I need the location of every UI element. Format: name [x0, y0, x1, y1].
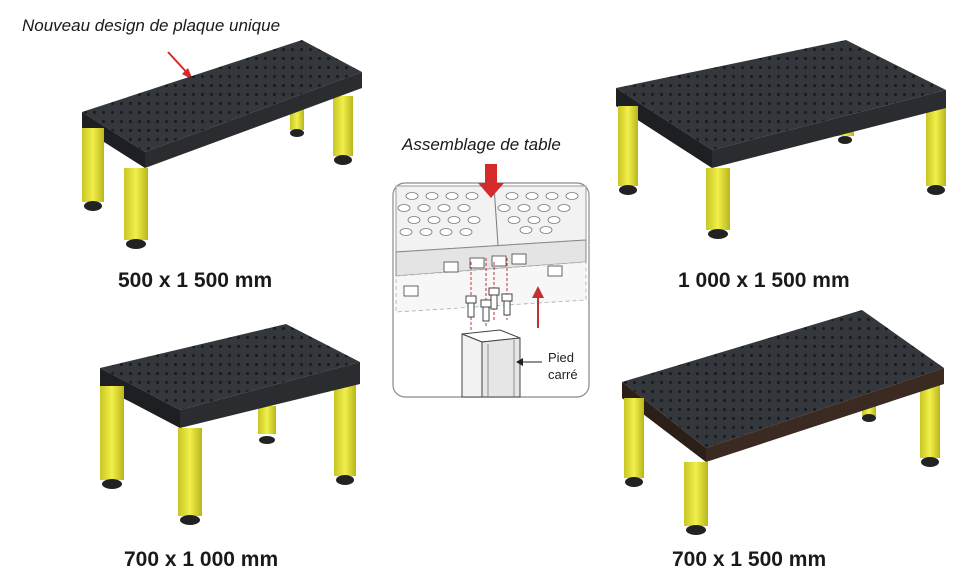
table-size-label-2: 1 000 x 1 500 mm: [678, 269, 850, 292]
table-size-label-3: 700 x 1 000 mm: [124, 548, 279, 571]
table-size-label-1: 500 x 1 500 mm: [118, 269, 273, 292]
assembly-title: Assemblage de table: [402, 135, 561, 154]
foot-label-line1: Pied: [548, 350, 575, 365]
foot-label-line2: carré: [548, 367, 578, 382]
new-design-annotation: Nouveau design de plaque unique: [22, 16, 281, 35]
table-size-label-4: 700 x 1 500 mm: [672, 548, 827, 571]
